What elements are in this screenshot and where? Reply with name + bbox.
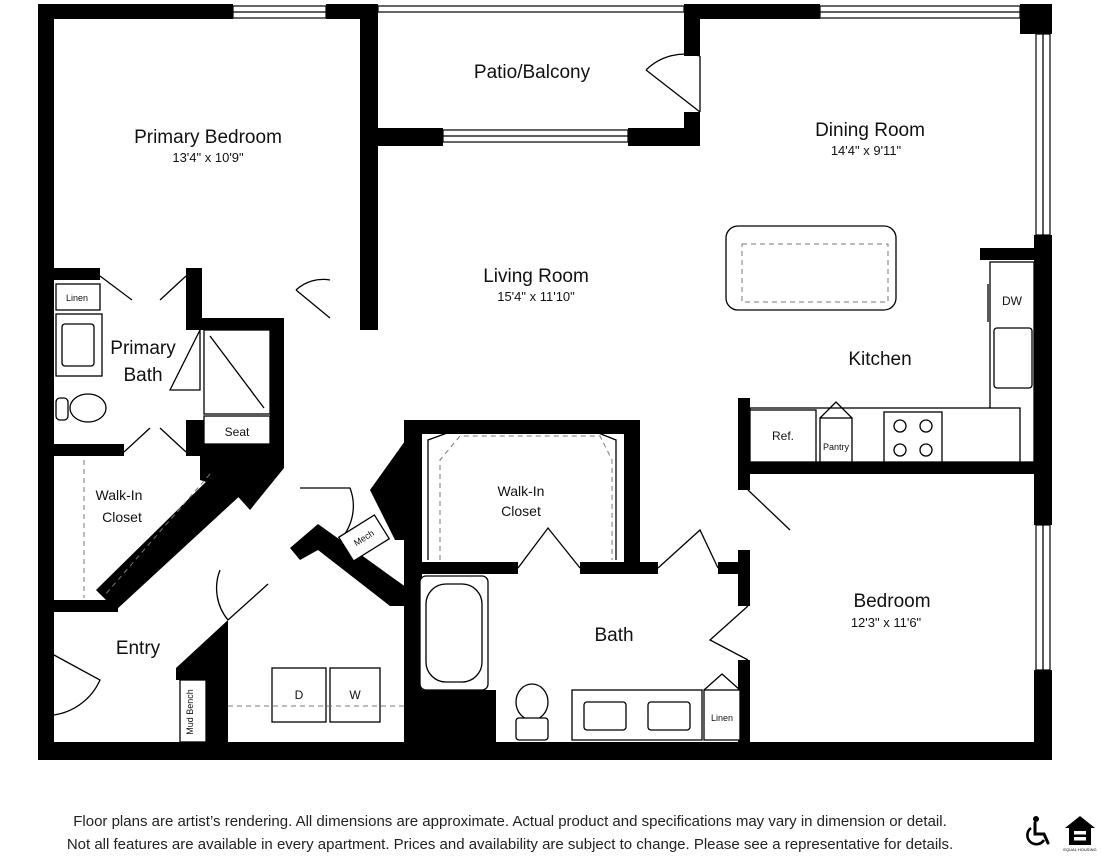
door-swings (53, 53, 791, 716)
dining-room-label: Dining Room (815, 120, 925, 141)
patio-label: Patio/Balcony (474, 62, 591, 83)
walk-in-closet-primary-line1: Walk-In (96, 487, 143, 503)
dining-room-dims: 14'4" x 9'11" (831, 143, 902, 158)
disclaimer-line-2: Not all features are available in every … (66, 836, 954, 853)
dw-label: DW (1002, 294, 1023, 308)
primary-bedroom-label: Primary Bedroom (134, 127, 282, 148)
disclaimer-line-1: Floor plans are artist’s rendering. All … (73, 813, 947, 830)
primary-bath-label-line2: Bath (123, 365, 162, 386)
primary-bedroom-dims: 13'4" x 10'9" (172, 150, 244, 165)
mud-bench-label: Mud Bench (185, 689, 195, 735)
badges: EQUAL HOUSING (1026, 816, 1097, 852)
seat-label: Seat (225, 425, 250, 439)
walk-in-closet-secondary-line1: Walk-In (498, 483, 545, 499)
primary-bath-label-line1: Primary (110, 338, 176, 359)
windows (232, 5, 1051, 671)
washer-label: W (349, 688, 361, 702)
bath-label: Bath (594, 625, 633, 646)
linen-primary-label: Linen (66, 293, 88, 303)
fixtures (55, 225, 1035, 743)
equal-housing-icon: EQUAL HOUSING (1063, 816, 1097, 852)
linen-bath-label: Linen (711, 713, 733, 723)
wheelchair-icon (1026, 816, 1050, 846)
bedroom-dims: 12'3" x 11'6" (851, 615, 922, 630)
living-room-dims: 15'4" x 11'10" (497, 289, 575, 304)
entry-label: Entry (116, 638, 161, 659)
walk-in-closet-primary-line2: Closet (102, 509, 142, 525)
kitchen-label: Kitchen (848, 349, 911, 370)
pantry-label: Pantry (823, 442, 850, 452)
walls (38, 4, 1052, 760)
ref-label: Ref. (772, 429, 794, 443)
dryer-label: D (295, 688, 304, 702)
walk-in-closet-secondary-line2: Closet (501, 503, 541, 519)
living-room-label: Living Room (483, 266, 589, 287)
bedroom-label: Bedroom (853, 591, 930, 612)
floor-plan: Patio/Balcony Primary Bedroom 13'4" x 10… (38, 4, 1052, 760)
equal-housing-caption: EQUAL HOUSING (1063, 847, 1096, 852)
room-labels: Patio/Balcony Primary Bedroom 13'4" x 10… (96, 62, 931, 659)
disclaimer: Floor plans are artist’s rendering. All … (0, 810, 1020, 856)
